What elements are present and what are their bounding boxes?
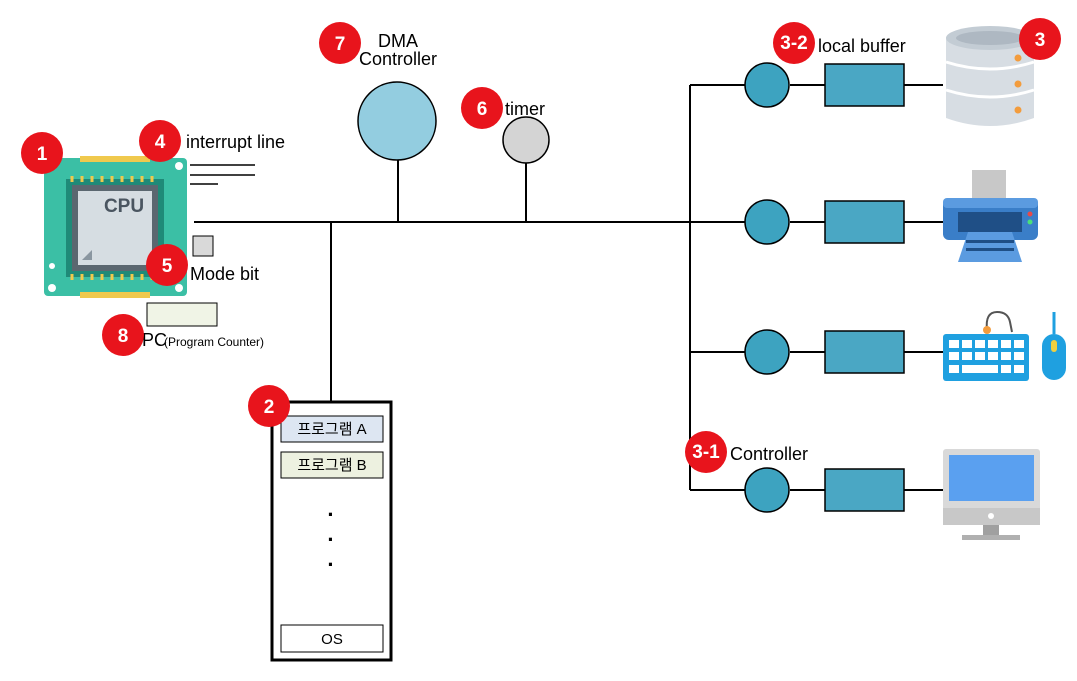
svg-text:5: 5 bbox=[162, 256, 173, 277]
svg-text:3-1: 3-1 bbox=[692, 442, 720, 463]
controller-node bbox=[744, 329, 790, 375]
svg-text:6: 6 bbox=[477, 99, 488, 120]
cpu-label: CPU bbox=[104, 196, 144, 217]
os-slot bbox=[280, 624, 384, 653]
bus-lines bbox=[194, 84, 943, 491]
svg-text:7: 7 bbox=[335, 34, 346, 55]
keyboard-mouse-icon bbox=[943, 310, 1066, 381]
memory-dot: · bbox=[327, 502, 334, 527]
badge-cpu: 1 bbox=[21, 132, 63, 174]
program-b-slot bbox=[280, 451, 384, 479]
program-counter-box bbox=[146, 302, 218, 327]
badge-interrupt-line: 4 bbox=[139, 120, 181, 162]
database-server-icon bbox=[945, 26, 1035, 126]
memory-dot: · bbox=[327, 552, 334, 577]
dma-title: DMA bbox=[378, 31, 418, 51]
pc-detail-label: (Program Counter) bbox=[164, 335, 264, 349]
local-buffer-box bbox=[824, 200, 905, 244]
device-controllers bbox=[744, 62, 790, 513]
badge-program-counter: 8 bbox=[102, 314, 144, 356]
controller-node bbox=[744, 62, 790, 108]
svg-text:8: 8 bbox=[118, 326, 129, 347]
timer-label: timer bbox=[505, 99, 545, 119]
local-buffer-label: local buffer bbox=[818, 36, 906, 56]
svg-text:3-2: 3-2 bbox=[780, 33, 807, 54]
dma-controller-node bbox=[357, 81, 437, 161]
badge-devices: 3 bbox=[1019, 18, 1061, 60]
interrupt-lines bbox=[190, 164, 255, 185]
badge-mode-bit: 5 bbox=[146, 244, 188, 286]
main-memory: 프로그램 A 프로그램 B · · · OS bbox=[270, 400, 393, 662]
program-a-label: 프로그램 A bbox=[297, 421, 366, 438]
printer-icon bbox=[943, 170, 1038, 262]
svg-text:2: 2 bbox=[264, 397, 275, 418]
dma-subtitle: Controller bbox=[359, 49, 437, 69]
badge-timer: 6 bbox=[461, 87, 503, 129]
timer-node bbox=[502, 116, 550, 164]
badge-memory: 2 bbox=[248, 385, 290, 427]
svg-text:4: 4 bbox=[155, 132, 166, 153]
local-buffers bbox=[824, 63, 905, 512]
memory-dot: · bbox=[327, 527, 334, 552]
mode-bit-box bbox=[192, 235, 214, 257]
local-buffer-box bbox=[824, 468, 905, 512]
program-a-slot bbox=[280, 415, 384, 443]
pc-label: PC bbox=[142, 330, 167, 350]
badge-dma: 7 bbox=[319, 22, 361, 64]
controller-label: Controller bbox=[730, 444, 808, 464]
controller-node bbox=[744, 199, 790, 245]
badge-controller: 3-1 bbox=[685, 431, 727, 473]
controller-node bbox=[744, 467, 790, 513]
mode-bit-label: Mode bit bbox=[190, 264, 259, 284]
svg-text:3: 3 bbox=[1035, 30, 1046, 51]
program-b-label: 프로그램 B bbox=[297, 457, 366, 474]
badge-local-buffer: 3-2 bbox=[773, 22, 815, 64]
local-buffer-box bbox=[824, 63, 905, 107]
monitor-icon bbox=[943, 449, 1040, 540]
svg-text:1: 1 bbox=[37, 144, 48, 165]
local-buffer-box bbox=[824, 330, 905, 374]
os-label: OS bbox=[321, 631, 343, 648]
interrupt-line-label: interrupt line bbox=[186, 132, 285, 152]
